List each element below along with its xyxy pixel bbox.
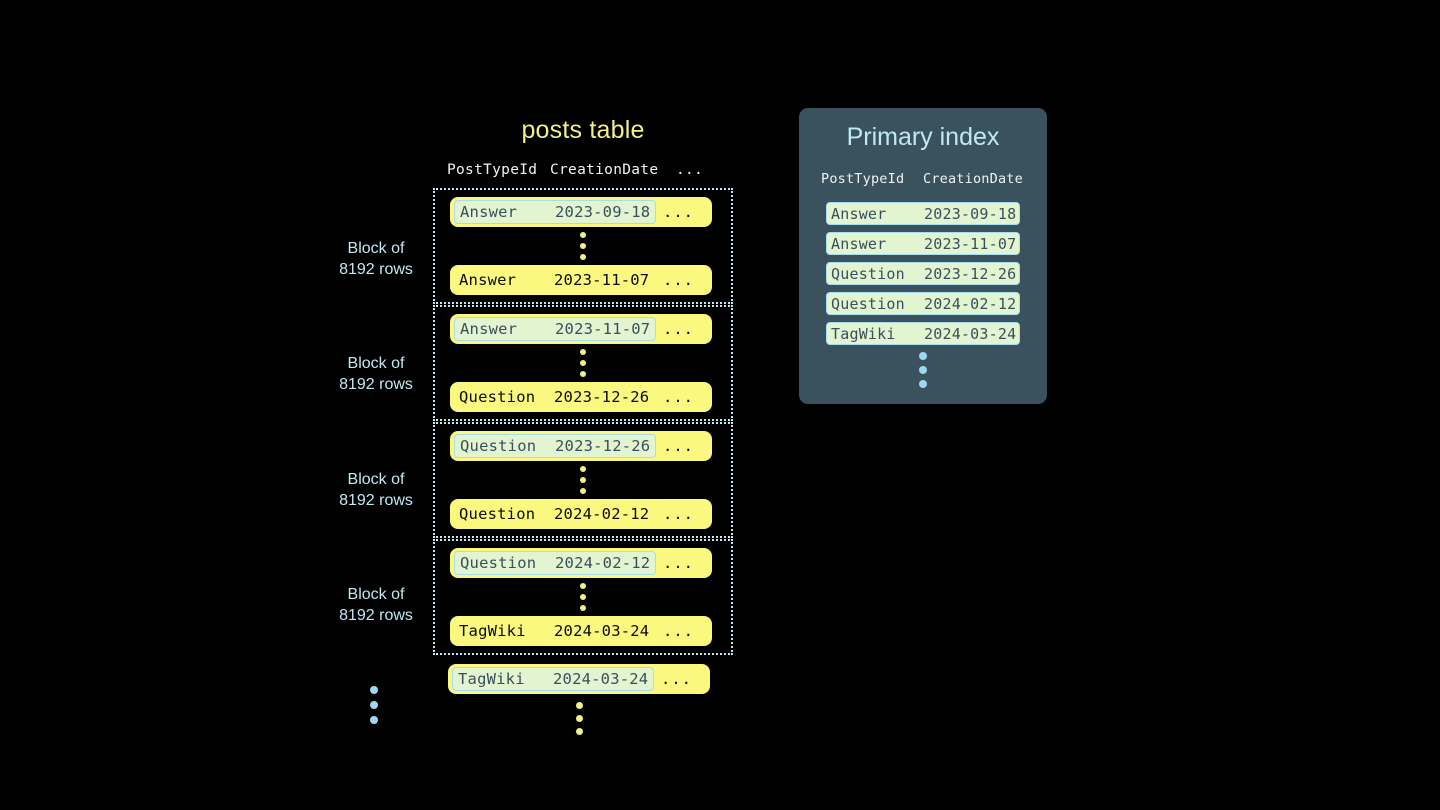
row-more-ellipsis: ... (663, 320, 694, 338)
block-label-2-line1: Block of (347, 355, 405, 372)
block-label-1-line1: Block of (347, 240, 405, 257)
row-more-ellipsis: ... (661, 670, 692, 688)
row-key-highlight: TagWiki 2024-03-24 (452, 667, 655, 691)
row-creationdate: 2023-11-07 (554, 271, 650, 289)
primary-index-row[interactable]: Answer 2023-09-18 (826, 202, 1020, 225)
index-creationdate: 2023-12-26 (924, 264, 1017, 283)
block-label-4-line1: Block of (347, 586, 405, 603)
table-row[interactable]: Answer 2023-09-18 ... (450, 197, 712, 227)
table-row[interactable]: Answer 2023-11-07 ... (450, 314, 712, 344)
row-cells: Answer 2023-11-07 (459, 271, 649, 289)
index-creationdate: 2023-09-18 (924, 204, 1017, 223)
posts-table-title: posts table (521, 116, 645, 144)
posts-table: posts table PostTypeId CreationDate ... … (433, 118, 733, 735)
block-label-3-line1: Block of (347, 471, 405, 488)
table-row[interactable]: Question 2024-02-12 ... (450, 548, 712, 578)
row-posttypeid: Answer (459, 271, 517, 289)
table-row[interactable]: Question 2024-02-12 ... (450, 499, 712, 529)
row-gap-ellipsis-icon (435, 344, 731, 382)
posts-table-column-headers: PostTypeId CreationDate ... (433, 162, 733, 182)
table-row[interactable]: TagWiki 2024-03-24 ... (448, 664, 710, 694)
row-cells: TagWiki 2024-03-24 (459, 622, 649, 640)
block-label-2: Block of 8192 rows (311, 354, 441, 395)
table-block: Question 2023-12-26 ... Question 2024-02… (433, 422, 733, 538)
primary-index-ellipsis-icon (799, 352, 1047, 388)
row-creationdate: 2023-12-26 (555, 437, 651, 455)
row-key-highlight: Question 2023-12-26 (454, 434, 657, 458)
index-creationdate: 2024-03-24 (924, 324, 1017, 343)
table-row[interactable]: Answer 2023-11-07 ... (450, 265, 712, 295)
block-label-4-line2: 8192 rows (339, 606, 413, 624)
row-more-ellipsis: ... (663, 388, 694, 406)
row-posttypeid: Answer (460, 203, 518, 221)
table-block: Answer 2023-11-07 ... Question 2023-12-2… (433, 305, 733, 421)
column-header-creationdate: CreationDate (550, 162, 659, 178)
index-posttypeid: Answer (831, 234, 887, 253)
row-more-ellipsis: ... (663, 505, 694, 523)
row-gap-ellipsis-icon (435, 578, 731, 616)
primary-index-title: Primary index (846, 123, 1000, 151)
row-posttypeid: Question (460, 437, 537, 455)
primary-index-row[interactable]: Question 2023-12-26 (826, 262, 1020, 285)
row-more-ellipsis: ... (663, 622, 694, 640)
primary-index-row[interactable]: Answer 2023-11-07 (826, 232, 1020, 255)
row-key-highlight: Answer 2023-11-07 (454, 317, 657, 341)
index-creationdate: 2023-11-07 (924, 234, 1017, 253)
index-posttypeid: Question (831, 294, 905, 313)
row-posttypeid: TagWiki (459, 622, 526, 640)
column-header-posttypeid: PostTypeId (821, 171, 905, 187)
row-creationdate: 2024-02-12 (555, 554, 651, 572)
row-posttypeid: Answer (460, 320, 518, 338)
block-label-1: Block of 8192 rows (311, 239, 441, 280)
index-creationdate: 2024-02-12 (924, 294, 1017, 313)
column-header-more: ... (676, 162, 704, 178)
row-posttypeid: TagWiki (458, 670, 525, 688)
index-posttypeid: Question (831, 264, 905, 283)
row-more-ellipsis: ... (663, 554, 694, 572)
block-label-1-line2: 8192 rows (339, 260, 413, 278)
table-block: Answer 2023-09-18 ... Answer 2023-11-07 … (433, 188, 733, 304)
column-header-posttypeid: PostTypeId (447, 162, 538, 178)
row-creationdate: 2023-12-26 (554, 388, 650, 406)
index-posttypeid: Answer (831, 204, 887, 223)
row-posttypeid: Question (460, 554, 537, 572)
table-continues-ellipsis-icon (370, 686, 378, 724)
block-label-3-line2: 8192 rows (339, 491, 413, 509)
table-row[interactable]: TagWiki 2024-03-24 ... (450, 616, 712, 646)
row-creationdate: 2024-02-12 (554, 505, 650, 523)
row-key-highlight: Question 2024-02-12 (454, 551, 657, 575)
column-header-creationdate: CreationDate (923, 171, 1023, 187)
primary-index-column-headers: PostTypeId CreationDate (799, 171, 1047, 189)
row-cells: Question 2023-12-26 (459, 388, 649, 406)
row-creationdate: 2023-09-18 (555, 203, 651, 221)
row-creationdate: 2023-11-07 (555, 320, 651, 338)
table-bottom-ellipsis-icon (448, 702, 710, 735)
row-posttypeid: Question (459, 388, 536, 406)
row-key-highlight: Answer 2023-09-18 (454, 200, 657, 224)
row-gap-ellipsis-icon (435, 461, 731, 499)
row-cells: Question 2024-02-12 (459, 505, 649, 523)
row-gap-ellipsis-icon (435, 227, 731, 265)
primary-index-panel: Primary index PostTypeId CreationDate An… (799, 108, 1047, 404)
row-more-ellipsis: ... (663, 437, 694, 455)
table-block: Question 2024-02-12 ... TagWiki 2024-03-… (433, 539, 733, 655)
table-row[interactable]: Question 2023-12-26 ... (450, 382, 712, 412)
row-more-ellipsis: ... (663, 203, 694, 221)
row-creationdate: 2024-03-24 (553, 670, 649, 688)
index-posttypeid: TagWiki (831, 324, 896, 343)
block-label-4: Block of 8192 rows (311, 585, 441, 626)
block-label-2-line2: 8192 rows (339, 375, 413, 393)
row-more-ellipsis: ... (663, 271, 694, 289)
row-creationdate: 2024-03-24 (554, 622, 650, 640)
row-posttypeid: Question (459, 505, 536, 523)
block-label-3: Block of 8192 rows (311, 470, 441, 511)
table-row[interactable]: Question 2023-12-26 ... (450, 431, 712, 461)
primary-index-row[interactable]: TagWiki 2024-03-24 (826, 322, 1020, 345)
primary-index-row[interactable]: Question 2024-02-12 (826, 292, 1020, 315)
